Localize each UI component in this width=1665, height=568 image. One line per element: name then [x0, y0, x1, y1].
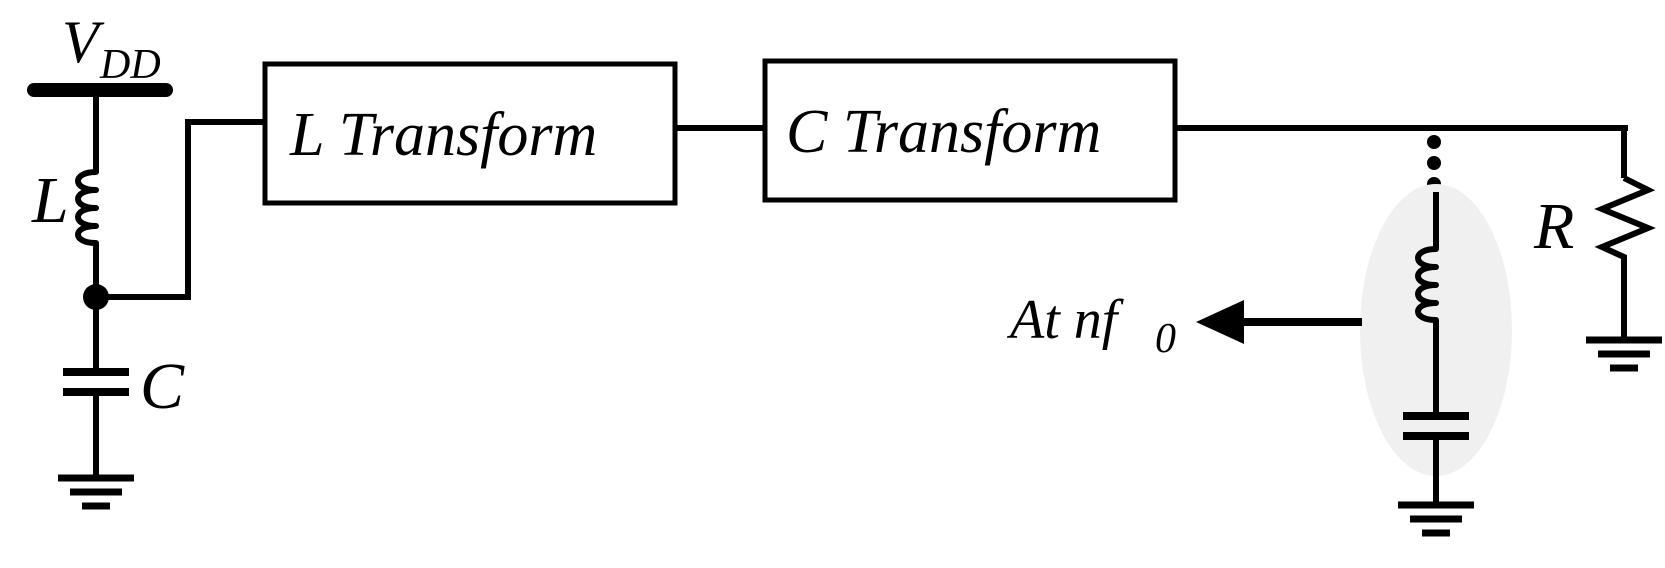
output-bus-wire	[1175, 125, 1628, 178]
harmonic-trap-branch	[1403, 192, 1469, 505]
shunt-capacitor-label: C	[140, 350, 185, 423]
shunt-capacitor-symbol	[63, 368, 129, 396]
l-transform-label: L Transform	[289, 101, 597, 169]
c-transform-block[interactable]: C Transform	[762, 58, 1178, 203]
trap-annotation-label: At nf	[1006, 289, 1125, 351]
vdd-label: V	[62, 9, 105, 75]
choke-inductor-label: L	[31, 164, 69, 237]
ground-symbol-left	[58, 474, 134, 510]
node-to-l-transform-wire	[96, 119, 283, 300]
vdd-subscript-label: DD	[99, 42, 161, 88]
load-resistor-label: R	[1533, 190, 1574, 263]
trap-annotation-arrow	[1196, 300, 1362, 344]
c-transform-label: C Transform	[786, 98, 1101, 166]
load-resistor-symbol	[1594, 175, 1656, 340]
choke-inductor-symbol	[75, 169, 99, 246]
repetition-dots	[1427, 135, 1441, 191]
ground-symbol-load	[1586, 336, 1662, 372]
l-transform-block[interactable]: L Transform	[262, 61, 678, 206]
arrow-head	[1196, 300, 1244, 344]
ground-symbol-trap	[1398, 501, 1474, 537]
trap-annotation-subscript: 0	[1155, 316, 1176, 362]
